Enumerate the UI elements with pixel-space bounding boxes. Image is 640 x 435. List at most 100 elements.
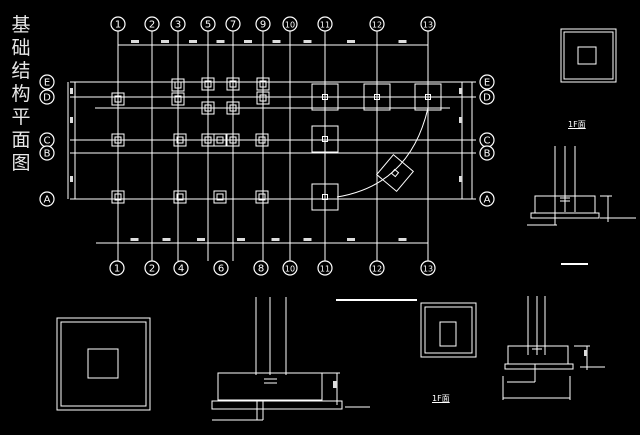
- bottom-axis-label: 2: [149, 264, 155, 275]
- top-axis-bubble: [200, 16, 216, 32]
- column: [322, 194, 328, 200]
- dimension-text: [244, 40, 252, 43]
- right-axis-bubble: [479, 89, 495, 105]
- dimension-text: [130, 238, 139, 241]
- column-footing: [111, 190, 125, 204]
- dimension-text: [70, 88, 73, 94]
- column: [114, 193, 122, 201]
- footing-plan-column: [577, 46, 597, 65]
- column: [258, 193, 266, 201]
- column-footing: [226, 133, 240, 147]
- dimension-text: [161, 40, 169, 43]
- bottom-axis-bubble: [369, 260, 385, 276]
- top-axis-bubble: [369, 16, 385, 32]
- left-axis-bubble: [39, 74, 55, 90]
- column-footing: [171, 92, 185, 106]
- dimension-text: [584, 350, 587, 356]
- bottom-axis-bubble: [420, 260, 436, 276]
- column-footing: [213, 190, 227, 204]
- section-label-bottom: 1F面: [432, 394, 450, 403]
- dimension-text: [459, 117, 462, 123]
- dimension-text: [272, 40, 281, 43]
- column: [258, 136, 266, 144]
- column: [114, 136, 122, 144]
- dimension-text: [197, 238, 205, 241]
- top-axis-label: 12: [372, 21, 382, 30]
- top-axis-bubble: [282, 16, 298, 32]
- footing-outline: [375, 153, 415, 193]
- column-footing: [171, 78, 185, 92]
- top-axis-label: 7: [230, 20, 236, 31]
- section-base: [504, 363, 574, 370]
- top-axis-label: 3: [175, 20, 181, 31]
- top-axis-label: 13: [423, 21, 433, 30]
- dimension-text: [347, 40, 355, 43]
- column: [176, 136, 184, 144]
- dimension-text: [162, 238, 171, 241]
- column: [216, 193, 224, 201]
- top-axis-bubble: [144, 16, 160, 32]
- footing-plan-column: [87, 348, 119, 379]
- top-axis-label: 10: [285, 21, 295, 30]
- column-footing: [256, 77, 270, 91]
- dimension-text: [70, 117, 73, 123]
- column: [204, 104, 212, 112]
- column: [114, 95, 122, 103]
- top-axis-label: 11: [320, 21, 330, 30]
- dimension-text: [237, 238, 245, 241]
- footing-plan-inner: [563, 31, 614, 80]
- column: [204, 136, 212, 144]
- dimension-text: [398, 238, 407, 241]
- dimension-text: [216, 40, 225, 43]
- left-axis-label: C: [44, 136, 51, 147]
- column: [259, 94, 267, 102]
- right-axis-label: D: [483, 93, 491, 104]
- dimension-text: [303, 238, 312, 241]
- dimension-text: [398, 40, 407, 43]
- top-axis-bubble: [317, 16, 333, 32]
- top-axis-label: 1: [115, 20, 121, 31]
- right-axis-label: A: [484, 195, 491, 206]
- column: [322, 94, 328, 100]
- bottom-axis-bubble: [282, 260, 298, 276]
- top-axis-label: 5: [205, 20, 211, 31]
- right-axis-label: E: [484, 78, 490, 89]
- column: [174, 95, 182, 103]
- left-axis-label: B: [44, 149, 51, 160]
- column-footing: [226, 101, 240, 115]
- dimension-text: [131, 40, 139, 43]
- column: [322, 136, 328, 142]
- column: [174, 81, 182, 89]
- column-footing: [173, 190, 187, 204]
- column-footing: [201, 101, 215, 115]
- column: [425, 94, 431, 100]
- top-axis-bubble: [420, 16, 436, 32]
- large-footing: [311, 125, 339, 153]
- left-axis-label: D: [43, 93, 51, 104]
- top-axis-label: 9: [260, 20, 266, 31]
- right-axis-label: C: [484, 136, 491, 147]
- footing-plan-outer: [56, 317, 151, 411]
- bottom-axis-bubble: [253, 260, 269, 276]
- column: [229, 80, 237, 88]
- right-axis-label: B: [484, 149, 491, 160]
- footing-plan-outer: [560, 28, 617, 83]
- column: [216, 136, 224, 144]
- footing-plan-inner: [60, 321, 147, 407]
- dimension-text: [333, 381, 337, 388]
- section-base: [211, 400, 343, 410]
- large-footing: [363, 83, 391, 111]
- column: [176, 193, 184, 201]
- footing-plan-outer: [420, 302, 477, 358]
- curved-beam: [336, 107, 429, 198]
- bottom-axis-label: 1: [114, 264, 120, 275]
- dimension-text: [303, 40, 312, 43]
- bottom-axis-bubble: [109, 260, 125, 276]
- column-footing: [111, 133, 125, 147]
- dimension-text: [271, 238, 280, 241]
- column-footing: [201, 77, 215, 91]
- bottom-axis-label: 13: [423, 265, 433, 274]
- footing-plan-column: [439, 321, 457, 347]
- right-axis-bubble: [479, 74, 495, 90]
- column-footing: [111, 92, 125, 106]
